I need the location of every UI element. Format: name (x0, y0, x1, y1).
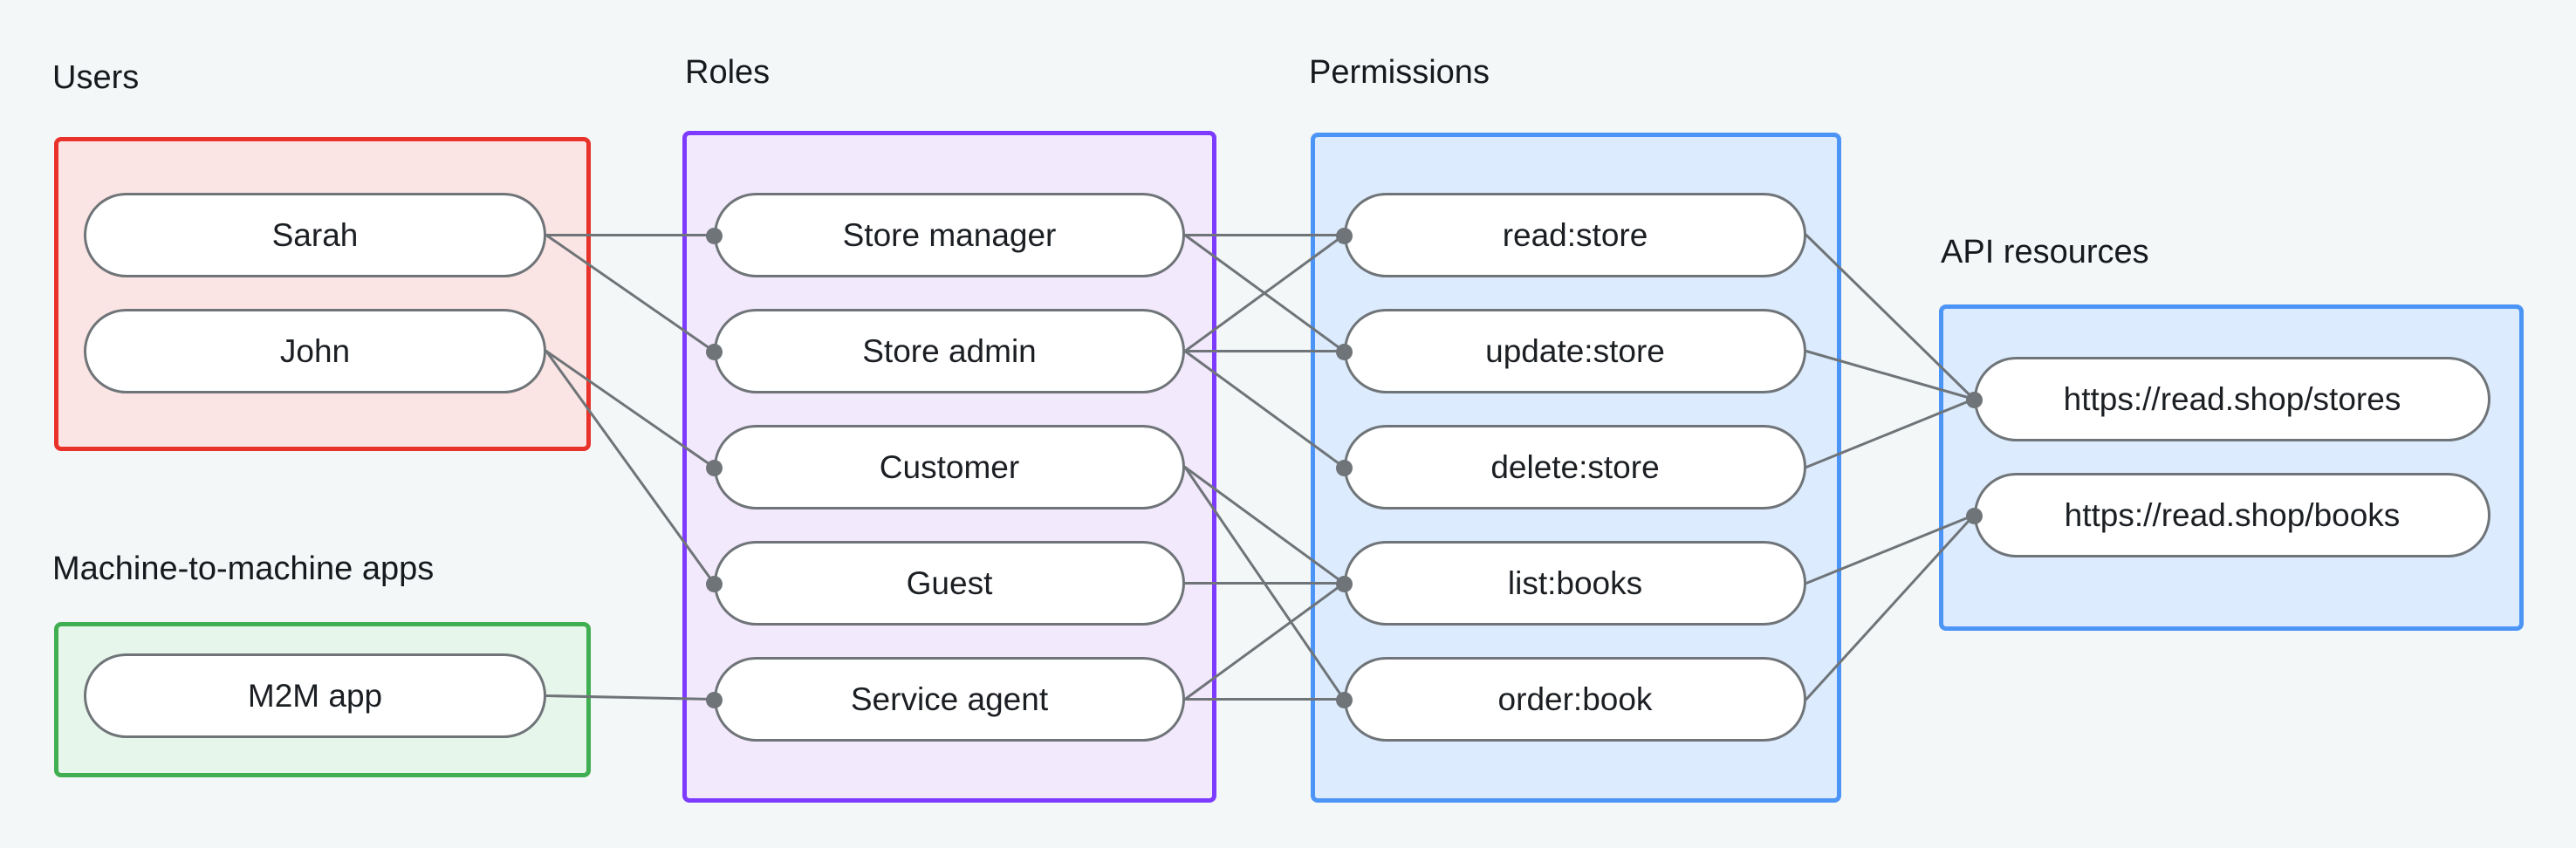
port-dot-update-store (1336, 343, 1353, 360)
port-dot-books-url (1966, 507, 1983, 524)
group-box-api-resources (1939, 304, 2524, 631)
node-read-store[interactable]: read:store (1344, 193, 1806, 277)
port-dot-service-agent (706, 691, 723, 708)
node-customer[interactable]: Customer (714, 425, 1185, 509)
node-update-store[interactable]: update:store (1344, 309, 1806, 393)
port-dot-customer (706, 459, 723, 476)
node-list-books[interactable]: list:books (1344, 541, 1806, 626)
group-title-api-resources: API resources (1941, 234, 2149, 270)
port-dot-guest (706, 575, 723, 592)
port-dot-delete-store (1336, 459, 1353, 476)
node-guest[interactable]: Guest (714, 541, 1185, 626)
group-title-permissions: Permissions (1309, 54, 1490, 91)
group-title-users: Users (52, 59, 140, 96)
node-store-admin[interactable]: Store admin (714, 309, 1185, 393)
port-dot-stores-url (1966, 391, 1983, 408)
node-delete-store[interactable]: delete:store (1344, 425, 1806, 509)
port-dot-read-store (1336, 227, 1353, 244)
node-stores-url[interactable]: https://read.shop/stores (1974, 357, 2490, 441)
node-books-url[interactable]: https://read.shop/books (1974, 473, 2490, 557)
node-order-book[interactable]: order:book (1344, 657, 1806, 742)
group-title-roles: Roles (685, 54, 771, 91)
group-title-m2m: Machine-to-machine apps (52, 551, 435, 587)
port-dot-store-manager (706, 227, 723, 244)
port-dot-store-admin (706, 343, 723, 360)
node-store-manager[interactable]: Store manager (714, 193, 1185, 277)
group-box-users (54, 137, 591, 451)
node-m2m-app[interactable]: M2M app (84, 653, 546, 738)
port-dot-order-book (1336, 691, 1353, 708)
node-sarah[interactable]: Sarah (84, 193, 546, 277)
port-dot-list-books (1336, 575, 1353, 592)
node-service-agent[interactable]: Service agent (714, 657, 1185, 742)
node-john[interactable]: John (84, 309, 546, 393)
